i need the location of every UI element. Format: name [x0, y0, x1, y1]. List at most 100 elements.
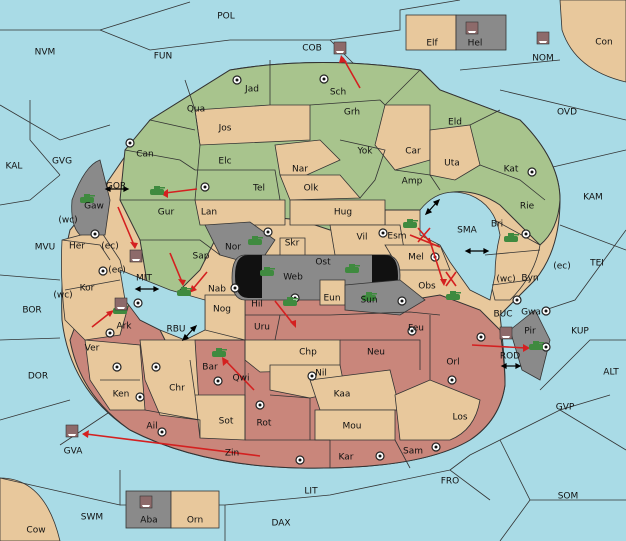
- central-black: [235, 255, 262, 298]
- land-label-tel: Tel: [252, 184, 265, 194]
- sea-labels: POL COB NVM FUN NOM Con OVD KAL GVG GOR …: [6, 12, 620, 536]
- fleet-icon: [333, 41, 347, 55]
- land-label-qwi: Qwi: [233, 374, 250, 384]
- sc-ail: [157, 427, 167, 437]
- coast-label-byn-wc: (wc): [496, 275, 515, 285]
- land-label-obs: Obs: [418, 282, 436, 292]
- coast-labels: (wc) (ec) (ec) (wc) (wc) (ec): [53, 216, 570, 301]
- sc-zin: [295, 455, 305, 465]
- land-label-mel: Mel: [408, 253, 424, 263]
- land-label-ver: Ver: [85, 344, 100, 354]
- sea-label-mit: MIT: [136, 274, 152, 284]
- land-label-bar: Bar: [202, 363, 218, 373]
- army-icon: [150, 186, 165, 195]
- land-labels: Jad Sch Qua Jos Grh Eld Can Elc Nar Yok …: [69, 39, 541, 526]
- land-label-yok: Yok: [356, 147, 373, 157]
- land-label-ail: Ail: [146, 422, 157, 432]
- land-label-jos: Jos: [218, 124, 232, 134]
- uta-region[interactable]: [429, 124, 481, 181]
- army-icon: [260, 267, 275, 276]
- land-label-zin: Zin: [225, 449, 239, 459]
- land-label-orl: Orl: [446, 358, 459, 368]
- land-label-elf: Elf: [426, 39, 438, 49]
- fleet-icon: [465, 21, 479, 35]
- orn-box[interactable]: [170, 490, 220, 529]
- land-label-skr: Skr: [285, 239, 300, 249]
- land-label-ost: Ost: [315, 258, 331, 268]
- land-label-chp: Chp: [299, 348, 317, 358]
- land-label-hug: Hug: [334, 208, 352, 218]
- army-icon: [212, 348, 227, 357]
- sc-ark: [133, 298, 143, 308]
- sc-orl: [476, 332, 486, 342]
- land-label-car: Car: [405, 147, 421, 157]
- sc-nor: [263, 227, 273, 237]
- land-label-nor: Nor: [225, 243, 241, 253]
- coast-label-gaw-wc: (wc): [58, 216, 77, 226]
- land-label-kar: Kar: [339, 453, 354, 463]
- army-icon: [80, 194, 95, 203]
- sc-sot: [255, 400, 265, 410]
- los-region[interactable]: [394, 379, 481, 441]
- sc-sun: [397, 296, 407, 306]
- land-label-can: Can: [136, 150, 154, 160]
- land-label-her: Her: [69, 242, 85, 252]
- elf-box[interactable]: [405, 14, 457, 51]
- army-icon: [362, 292, 377, 301]
- jos-region[interactable]: [194, 104, 311, 146]
- sc-kaa: [307, 371, 317, 381]
- sea-label-rbu: RBU: [166, 325, 185, 335]
- sc-rie: [521, 229, 531, 239]
- land-label-sap: Sap: [193, 252, 210, 262]
- sma-sea[interactable]: [419, 191, 501, 301]
- sun-region[interactable]: [344, 279, 426, 316]
- sea-label-rod: ROD: [500, 352, 520, 362]
- land-label-feu: Feu: [408, 324, 424, 334]
- land-label-uru: Uru: [254, 323, 270, 333]
- land-label-vil: Vil: [357, 233, 368, 243]
- land-label-sun: Sun: [360, 296, 377, 306]
- coast-label-byn-ec: (ec): [553, 262, 571, 272]
- sea-label-gva: GVA: [64, 447, 84, 457]
- fleet-units[interactable]: [65, 21, 550, 509]
- land-label-nog: Nog: [213, 305, 231, 315]
- land-label-amp: Amp: [402, 177, 423, 187]
- army-icon: [403, 219, 418, 228]
- supply-centers: [90, 38, 551, 525]
- land-label-kor: Kor: [80, 284, 95, 294]
- hel-box[interactable]: [455, 14, 507, 51]
- car-region[interactable]: [374, 104, 431, 171]
- land-label-elc: Elc: [218, 157, 231, 167]
- land-label-pir: Pir: [524, 327, 536, 337]
- sea-label-gvp: GVP: [556, 403, 575, 413]
- sea-label-fro: FRO: [441, 477, 460, 487]
- sc-can: [125, 138, 135, 148]
- sea-label-nom: NOM: [532, 54, 554, 64]
- army-icon: [283, 297, 298, 306]
- sea-label-lit: LIT: [304, 487, 318, 497]
- land-label-ark: Ark: [116, 322, 132, 332]
- sc-vil: [378, 228, 388, 238]
- ken-region[interactable]: [84, 339, 146, 411]
- lan-region[interactable]: [194, 199, 286, 226]
- fleet-icon: [536, 31, 550, 45]
- land-label-hil: Hil: [251, 300, 263, 310]
- land-label-olk: Olk: [304, 184, 320, 194]
- sea-label-buc: BUC: [493, 310, 512, 320]
- sc-kar: [375, 451, 385, 461]
- sc-bar: [112, 362, 122, 372]
- sea-label-con: Con: [595, 38, 613, 48]
- nar-region[interactable]: [274, 139, 341, 179]
- sea-label-kup: KUP: [571, 327, 589, 337]
- sc-chr: [135, 392, 145, 402]
- sc-kor: [98, 266, 108, 276]
- sea-label-mvu: MVU: [35, 243, 56, 253]
- land-label-hel: Hel: [468, 39, 483, 49]
- sc-gur: [200, 182, 210, 192]
- sea-label-kam: KAM: [583, 193, 603, 203]
- sea-label-ovd: OVD: [557, 108, 577, 118]
- land-label-chr: Chr: [169, 384, 185, 394]
- land-label-nar: Nar: [292, 165, 308, 175]
- land-label-jad: Jad: [244, 85, 259, 95]
- sc-neu: [407, 326, 417, 336]
